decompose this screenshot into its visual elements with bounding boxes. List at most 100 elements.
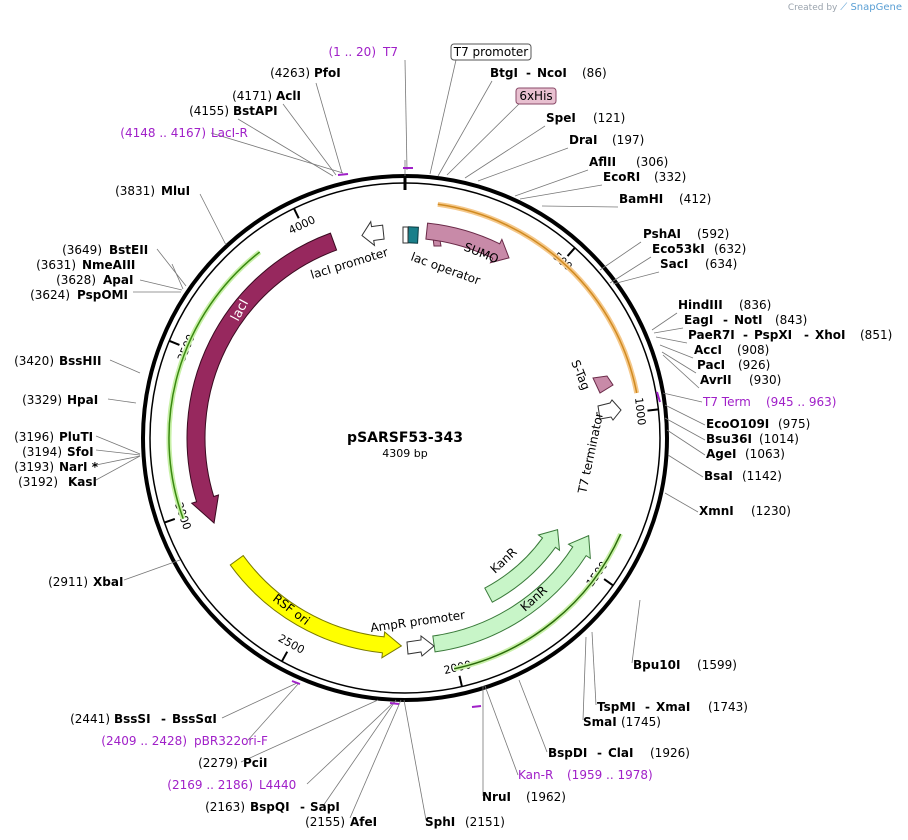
label-nrui[interactable]: NruI (1962) [482,790,566,804]
kan-r-name: Kan-R [518,768,553,782]
label-xmni[interactable]: XmnI (1230) [699,504,791,518]
label-nmeaiii[interactable]: (3631) NmeAIII [36,258,135,272]
label-bspqi[interactable]: (2163) BspQI - SapI [205,800,340,814]
label-bpu10i[interactable]: Bpu10I (1599) [633,658,737,672]
apai-pos: (3628) [56,273,96,287]
label-pluti[interactable]: (3196) PluTI [14,430,93,444]
label-sphi[interactable]: SphI (2151) [425,815,505,829]
label-avrii[interactable]: AvrII (930) [700,373,781,387]
eco0109i-name: EcoO109I [706,417,769,431]
agei-pos: (1063) [745,447,785,461]
kan-r-pos: (1959 .. 1978) [567,768,653,782]
label-acci[interactable]: AccI (908) [694,343,769,357]
saci-pos: (634) [705,257,737,271]
label-eco53ki[interactable]: Eco53kI (632) [652,242,746,256]
hindiii-pos: (836) [739,298,771,312]
label-spei[interactable]: SpeI (121) [546,111,625,125]
label-nari[interactable]: (3193) NarI * [14,460,99,474]
label-aflii[interactable]: AflII (306) [589,155,668,169]
label-kan-r[interactable]: Kan-R (1959 .. 1978) [518,768,653,782]
label-smai[interactable]: SmaI (1745) [583,715,661,729]
label-xbai[interactable]: (2911) XbaI [48,575,123,589]
aflii-pos: (306) [636,155,668,169]
label-drai[interactable]: DraI (197) [569,133,644,147]
ecori-name: EcoRI [603,170,640,184]
eagi-sep: - [723,313,728,327]
label-pbr322[interactable]: (2409 .. 2428) pBR322ori-F [101,734,268,748]
leader-lines [95,59,706,821]
noti-name: NotI [734,313,763,327]
label-tspmi[interactable]: TspMI - XmaI (1743) [597,700,748,714]
label-bspdi[interactable]: BspDI - ClaI (1926) [548,746,690,760]
t7-promoter-box [450,43,532,61]
label-bamhi[interactable]: BamHI (412) [619,192,711,206]
paci-name: PacI [697,358,725,372]
ampr-promoter-arrow [406,634,435,657]
drai-name: DraI [569,133,597,147]
leader-line [95,449,141,456]
drai-pos: (197) [612,133,644,147]
label-eagi[interactable]: EagI - NotI (843) [684,313,807,327]
label-mlui[interactable]: (3831) MluI [115,184,190,198]
leader-line [429,59,457,175]
paer7i-sep2: - [804,328,809,342]
leader-line [541,205,619,208]
paer7i-name: PaeR7I [688,328,735,342]
label-eco0109i[interactable]: EcoO109I (975) [706,417,810,431]
acli-name: AclI [276,89,301,103]
eco53ki-pos: (632) [714,242,746,256]
label-pcli[interactable]: (2279) PciI [198,756,267,770]
sumo-arrow[interactable] [425,222,510,264]
pshai-pos: (592) [697,227,729,241]
leader-line [123,559,181,581]
label-sfoi[interactable]: (3194) SfoI [22,445,93,459]
l4440-name: L4440 [259,778,296,792]
paci-pos: (926) [738,358,770,372]
label-pspomi[interactable]: (3624) PspOMI [30,288,128,302]
label-l4440[interactable]: (2169 .. 2186) L4440 [167,778,296,792]
laci-promoter-arrow [361,220,385,247]
label-ecori[interactable]: EcoRI (332) [603,170,686,184]
kanr-inner-arrow[interactable] [484,529,561,603]
label-bsai[interactable]: BsaI (1142) [704,469,782,483]
leader-line [109,359,141,374]
kanr-outer-arrow[interactable] [432,534,591,653]
pfoi-pos: (4263) [270,66,310,80]
label-paci[interactable]: PacI (926) [697,358,770,372]
rsf-ori-arrow[interactable] [229,554,403,659]
label-agei[interactable]: AgeI (1063) [706,447,785,461]
label-laci-r[interactable]: (4148 .. 4167) LacI-R [120,126,248,140]
label-t7term[interactable]: T7 Term (945 .. 963) [702,395,836,409]
label-btgi[interactable]: BtgI - NcoI (86) [490,66,607,80]
laci-arrow[interactable] [186,232,338,524]
acci-pos: (908) [737,343,769,357]
label-acli[interactable]: (4171) AclI [232,89,301,103]
label-paer7i[interactable]: PaeR7I - PspXI - XhoI (851) [688,328,892,342]
label-kasi[interactable]: (3192) KasI [18,475,97,489]
label-bsu36i[interactable]: Bsu36I (1014) [706,432,799,446]
bspdi-name: BspDI [548,746,587,760]
his-box-label: 6xHis [519,89,552,103]
label-pshai[interactable]: PshAI (592) [643,227,729,241]
tick-mark [566,247,576,257]
ncoi-name: NcoI [537,66,567,80]
label-pfoi[interactable]: (4263) PfoI [270,66,341,80]
label-bsteii[interactable]: (3649) BstEII [62,243,148,257]
label-bsssi[interactable]: (2441) BssSI - BssSαI [70,712,217,726]
tick-label: 1000 [632,397,648,426]
pluti-pos: (3196) [14,430,54,444]
label-hpai[interactable]: (3329) HpaI [22,393,98,407]
leader-line [609,256,652,284]
leader-line [519,184,603,200]
label-bstapi[interactable]: (4155) BstAPI [189,104,277,118]
bsshii-name: BssHII [59,354,101,368]
label-bsshii[interactable]: (3420) BssHII [14,354,101,368]
label-afei[interactable]: (2155) AfeI [305,815,377,829]
label-saci[interactable]: SacI (634) [660,257,737,271]
label-apai[interactable]: (3628) ApaI [56,273,133,287]
pbr322-pos: (2409 .. 2428) [101,734,187,748]
t7term-name: T7 Term [702,395,751,409]
label-t7[interactable]: (1 .. 20) T7 [328,45,398,59]
green-track-kanr-core [453,533,622,670]
label-hindiii[interactable]: HindIII (836) [678,298,771,312]
